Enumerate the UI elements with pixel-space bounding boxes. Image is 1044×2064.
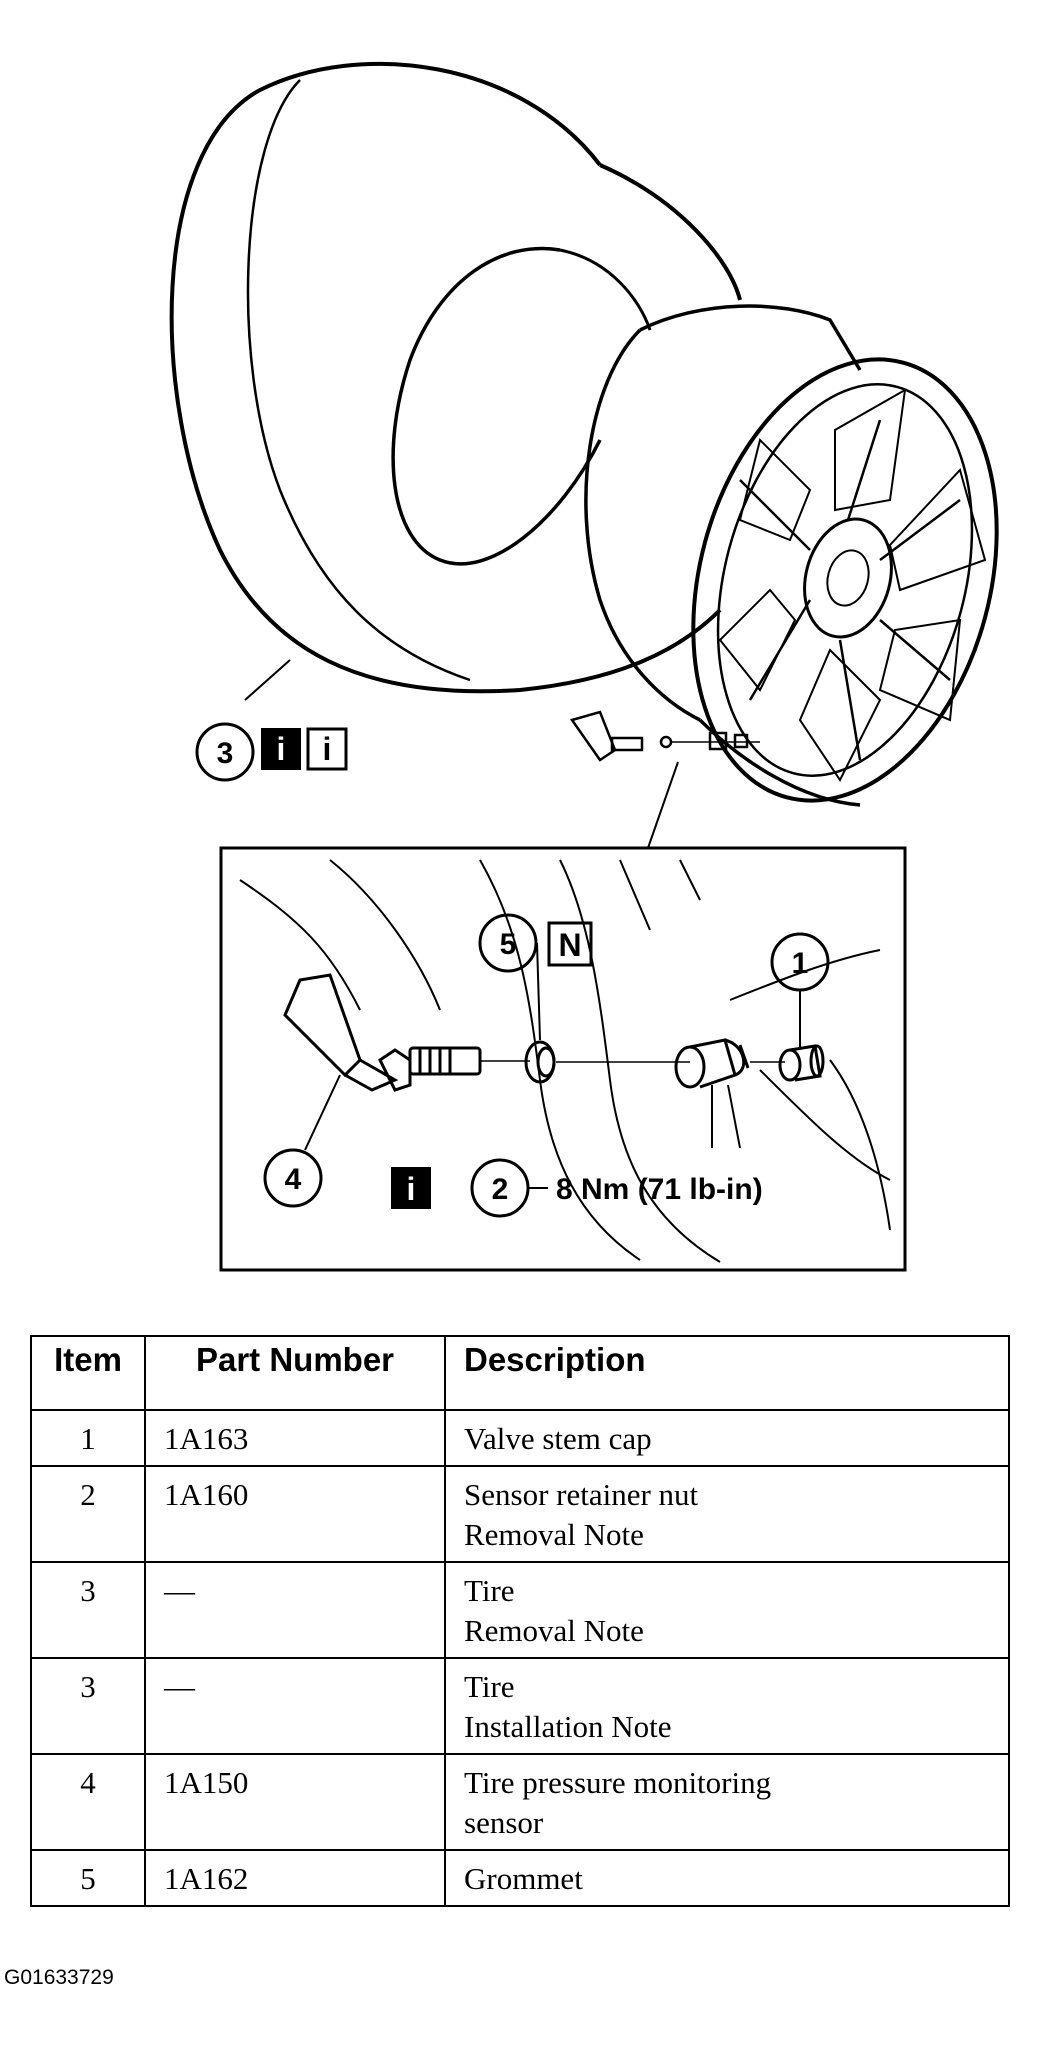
header-part-number: Part Number — [144, 1335, 446, 1411]
description-line: Tire — [464, 1573, 515, 1608]
callout-4-circle — [263, 1148, 323, 1208]
torque-spec: 8 Nm (71 lb-in) — [556, 1173, 763, 1206]
description-line: Tire pressure monitoring — [464, 1765, 772, 1800]
info-badge-torque-box — [391, 1167, 431, 1209]
info-badge-filled-box — [261, 728, 301, 770]
cell-item: 2 — [30, 1465, 146, 1563]
description-line: Sensor retainer nut — [464, 1477, 699, 1512]
cell-part-number: 1A150 — [144, 1753, 446, 1851]
table-header-row: Item Part Number Description — [30, 1335, 1010, 1411]
header-description: Description — [444, 1335, 1010, 1411]
callout-3: 3 — [217, 737, 234, 770]
cell-item: 3 — [30, 1561, 146, 1659]
figure-id: G01633729 — [4, 1966, 114, 1989]
cell-description: Valve stem cap — [444, 1409, 1010, 1467]
callout-3-circle — [195, 722, 255, 782]
cell-description: Tire pressure monitoring sensor — [444, 1753, 1010, 1851]
description-line: Valve stem cap — [464, 1421, 652, 1456]
description-line: Grommet — [464, 1861, 583, 1896]
cell-part-number: — — [144, 1657, 446, 1755]
wheel-rim-drawing — [584, 304, 999, 807]
cell-part-number: 1A162 — [144, 1849, 446, 1907]
table-row: 4 1A150 Tire pressure monitoring sensor — [30, 1753, 1010, 1851]
cell-part-number: — — [144, 1561, 446, 1659]
tpms-sensor-drawing — [283, 973, 530, 1092]
detail-background-lines — [239, 859, 891, 1263]
header-item: Item — [30, 1335, 146, 1411]
info-badge-outline-box — [306, 727, 348, 771]
exploded-parts-small — [569, 710, 760, 762]
callout-5-circle — [478, 913, 538, 973]
grommet-drawing — [524, 1040, 690, 1084]
cell-item: 4 — [30, 1753, 146, 1851]
new-part-badge: N — [558, 927, 581, 963]
cell-description: Grommet — [444, 1849, 1010, 1907]
cell-item: 3 — [30, 1657, 146, 1755]
parts-table: Item Part Number Description 1 1A163 Val… — [30, 1335, 1010, 1907]
description-note-link[interactable]: Removal Note — [464, 1613, 644, 1648]
table-row: 5 1A162 Grommet — [30, 1849, 1010, 1907]
description-note-link[interactable]: Removal Note — [464, 1517, 644, 1552]
cell-part-number: 1A163 — [144, 1409, 446, 1467]
callout-4: 4 — [285, 1163, 302, 1196]
table-row: 1 1A163 Valve stem cap — [30, 1409, 1010, 1467]
cell-item: 1 — [30, 1409, 146, 1467]
description-note-link[interactable]: Installation Note — [464, 1709, 672, 1744]
description-line: sensor — [464, 1805, 544, 1840]
callout-5: 5 — [500, 928, 517, 961]
detail-inset-box — [219, 846, 907, 1272]
valve-cap-drawing — [778, 1044, 825, 1082]
new-part-badge-box — [547, 921, 593, 967]
info-badge-outline: i — [323, 731, 332, 767]
info-badge-torque: i — [407, 1171, 416, 1207]
tire-sensor-exploded-diagram: 3 i i 5 N 1 4 i 2 8 Nm (71 lb-in) — [169, 61, 999, 1272]
callout-2: 2 — [492, 1173, 509, 1206]
callout-1: 1 — [792, 947, 809, 980]
description-line: Tire — [464, 1669, 515, 1704]
info-badge-filled: i — [277, 731, 286, 767]
cell-item: 5 — [30, 1849, 146, 1907]
retainer-nut-drawing — [674, 1038, 785, 1089]
cell-part-number: 1A160 — [144, 1465, 446, 1563]
tire-drawing — [169, 61, 742, 694]
